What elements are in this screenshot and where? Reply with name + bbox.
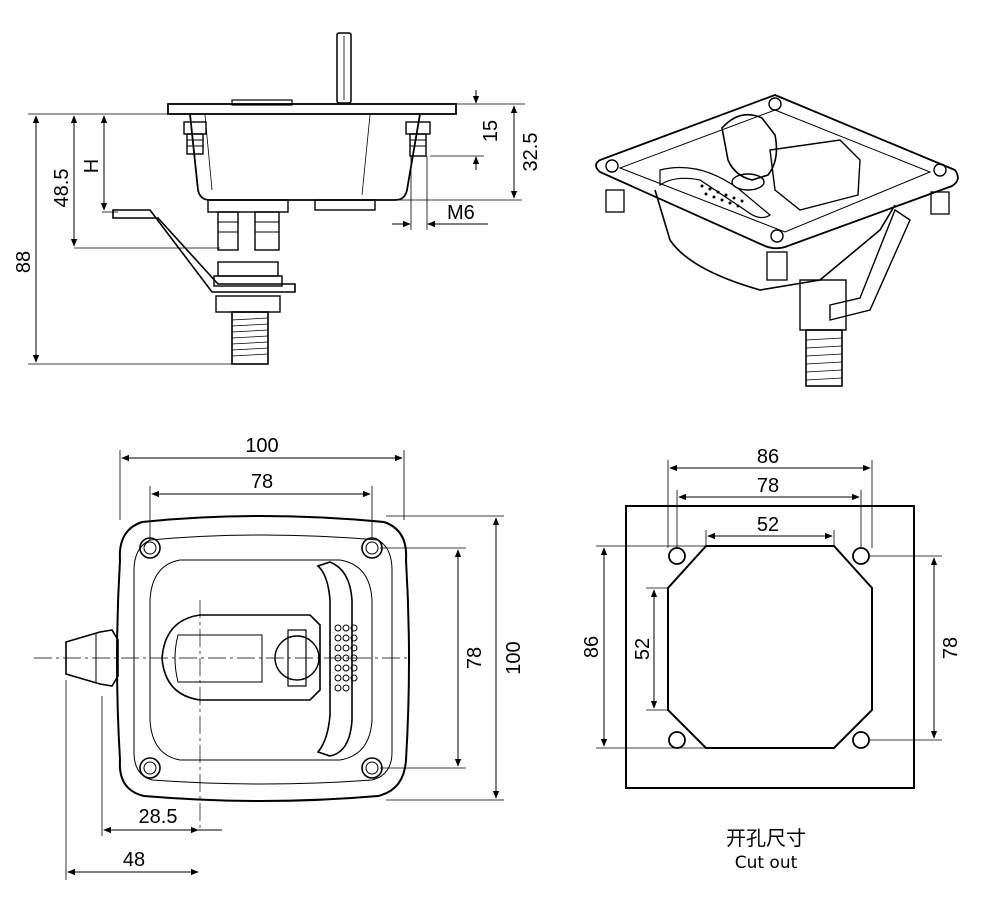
dim-cut-outer: 86 [757,446,779,468]
nut-lower [215,295,281,313]
key-blade [336,32,352,104]
dim-latch-height: 48.5 [51,169,73,208]
dim-top-hole-x: 78 [251,471,273,493]
dim-cut-inner-v: 52 [632,638,654,660]
dim-total-offset: 48 [123,849,145,871]
dim-h-label: H [81,159,103,173]
dim-top-width: 100 [245,435,278,457]
cutout-holes [668,547,870,749]
isometric-view [595,94,959,387]
dim-thread: M6 [447,202,475,224]
iso-shank [805,329,843,387]
cutout-panel [625,505,915,789]
cutout-view: 86 78 52 86 52 78 开孔尺寸 Cut out [581,446,962,873]
stud-left [183,121,207,155]
cam-arm [112,209,296,293]
lock-body [189,113,421,201]
stud-right [405,121,431,157]
side-view: 88 48.5 H 15 32.5 M6 [13,32,542,365]
dim-cut-hole: 78 [757,475,779,497]
dim-cut-inner: 52 [757,514,779,536]
cutout-octagon [667,545,873,749]
iso-flange [595,94,959,250]
dim-body-depth: 32.5 [520,133,542,172]
top-view: 100 78 78 100 28.5 48 [34,435,525,880]
dim-flange: 15 [480,120,502,142]
iso-key [721,113,778,181]
dim-cut-outer-v: 86 [581,636,603,658]
top-flange [116,515,410,802]
cutout-caption-en: Cut out [735,853,798,873]
dim-top-hole-y: 78 [464,647,486,669]
flange-plate [167,103,457,115]
dim-top-height: 100 [503,641,525,674]
top-handle [316,561,353,757]
nut-upper [217,261,279,277]
dim-cut-hole-v: 78 [940,637,962,659]
cutout-caption-cn: 开孔尺寸 [726,826,806,850]
dim-handle-offset: 28.5 [139,806,178,828]
dim-overall-height: 88 [13,251,35,273]
